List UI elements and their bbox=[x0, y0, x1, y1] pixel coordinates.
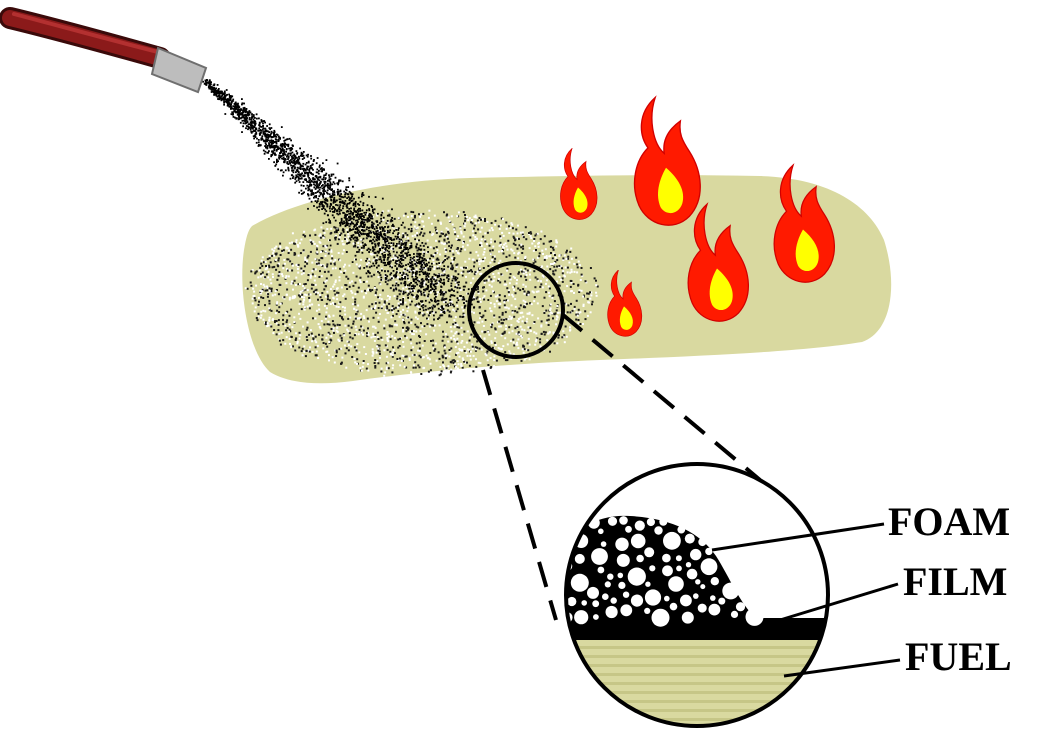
film-label: FILM bbox=[903, 562, 1007, 602]
zoom-connector-left bbox=[483, 370, 556, 620]
cross-section bbox=[560, 464, 840, 730]
hose-icon bbox=[10, 14, 206, 92]
film-layer bbox=[560, 618, 840, 640]
flame-icon bbox=[561, 149, 598, 220]
fuel-label: FUEL bbox=[905, 637, 1012, 677]
flame-icon bbox=[635, 98, 701, 226]
foam-label: FOAM bbox=[888, 502, 1010, 542]
